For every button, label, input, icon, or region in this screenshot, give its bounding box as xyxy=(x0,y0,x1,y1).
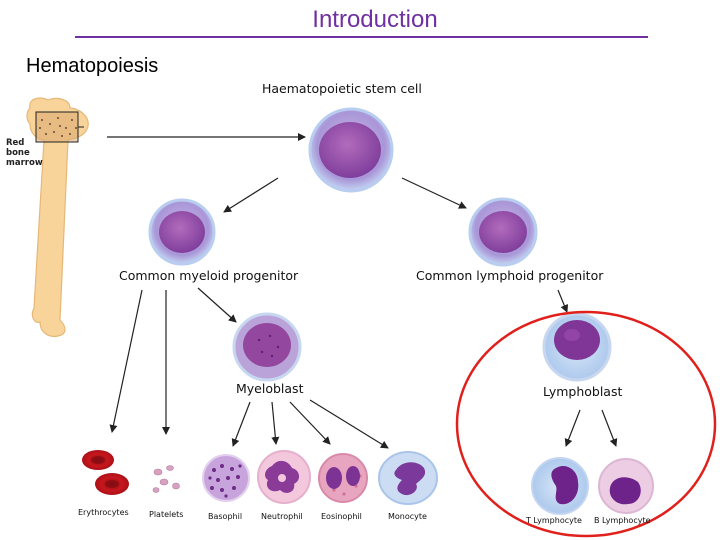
myeloid-progenitor-cell xyxy=(148,198,216,266)
lymphoid-highlight-circle xyxy=(455,310,717,538)
label-basophil: Basophil xyxy=(208,512,243,521)
lymphoblast-cell xyxy=(542,312,612,382)
label-neutrophil: Neutrophil xyxy=(261,512,303,521)
arrow-stem-to-lymphoid xyxy=(401,177,467,209)
arrow-lymphoblast-to-t-lymphocyte xyxy=(564,409,581,447)
bone-illustration xyxy=(26,97,89,337)
label-b-lymphocyte: B Lymphocyte xyxy=(594,516,651,525)
arrows xyxy=(107,133,618,449)
b-lymphocyte-cell xyxy=(598,458,654,514)
myeloblast-cell xyxy=(232,312,302,382)
arrow-stem-to-myeloid xyxy=(223,177,279,213)
label-t-lymphocyte: T Lymphocyte xyxy=(526,516,582,525)
monocyte-cell xyxy=(378,451,438,505)
arrow-myeloid-to-myeloblast xyxy=(197,287,237,323)
stem-cell xyxy=(308,107,394,193)
label-myeloblast: Myeloblast xyxy=(236,381,304,396)
basophil-cell xyxy=(202,454,250,502)
label-monocyte: Monocyte xyxy=(388,512,427,521)
arrow-lymphoblast-to-b-lymphocyte xyxy=(601,409,618,447)
bone-label-line: marrow xyxy=(6,158,43,168)
bone-label-line: Red xyxy=(6,138,25,148)
arrow-myeloblast-to-neutrophil xyxy=(271,401,280,445)
t-lymphocyte-cell xyxy=(531,457,589,515)
label-lymphoblast: Lymphoblast xyxy=(543,384,623,399)
label-myeloid-progenitor: Common myeloid progenitor xyxy=(119,268,299,283)
bone-label-line: bone xyxy=(6,148,30,158)
arrow-myeloid-to-erythrocytes xyxy=(109,289,143,433)
arrow-myeloblast-to-monocyte xyxy=(309,399,389,449)
label-erythrocytes: Erythrocytes xyxy=(78,508,129,517)
label-platelets: Platelets xyxy=(149,510,184,519)
platelets-cells xyxy=(152,465,180,493)
slide-subtitle: Hematopoiesis xyxy=(26,55,159,77)
lymphoid-progenitor-cell xyxy=(468,197,538,267)
neutrophil-cell xyxy=(257,450,311,504)
label-stem-cell: Haematopoietic stem cell xyxy=(262,81,422,96)
erythrocytes-cells xyxy=(82,450,129,495)
eosinophil-cell xyxy=(318,453,368,503)
bone-label: Red bone marrow xyxy=(6,138,43,168)
label-lymphoid-progenitor: Common lymphoid progenitor xyxy=(416,268,604,283)
arrow-myeloblast-to-basophil xyxy=(231,401,251,447)
slide-title: Introduction xyxy=(312,6,438,33)
title-underline xyxy=(75,36,648,38)
label-eosinophil: Eosinophil xyxy=(321,512,362,521)
arrow-lymphoid-to-lymphoblast xyxy=(557,289,569,313)
arrow-myeloblast-to-eosinophil xyxy=(289,401,331,445)
